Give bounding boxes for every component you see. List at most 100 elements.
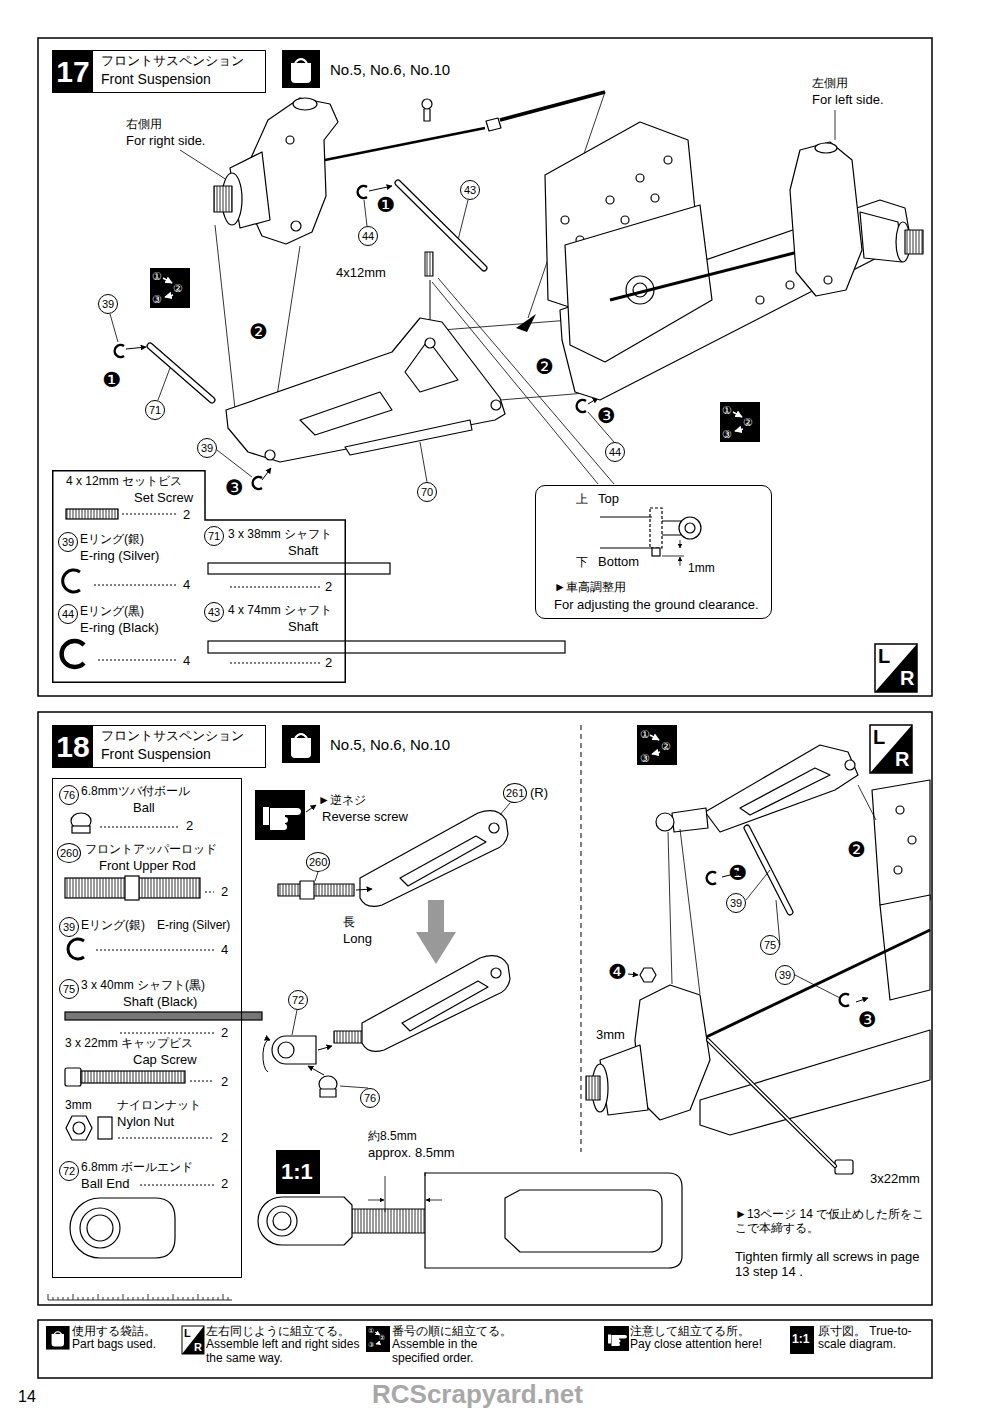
leader-line: [500, 803, 510, 815]
front-assembly: [845, 760, 855, 770]
scale-ruler: [98, 1294, 99, 1300]
callout-number: 44: [358, 226, 378, 246]
upper-arm: [416, 900, 456, 964]
step-number: ❸: [858, 1010, 877, 1031]
front-assembly: [740, 768, 830, 815]
order-icon: [366, 1326, 390, 1352]
bag-icon: [295, 59, 307, 63]
height-detail: [679, 517, 701, 539]
leader-line: [668, 785, 876, 998]
front-assembly: [894, 866, 902, 874]
bag-icon: [282, 50, 320, 88]
scale-ruler: [63, 1297, 64, 1300]
callout-number: 70: [417, 482, 437, 502]
assembly-arrow: [318, 1046, 332, 1050]
icon-glyph: ②: [173, 282, 183, 295]
bag-icon: [46, 1326, 70, 1350]
front-assembly: [896, 806, 904, 814]
note-text: 2: [186, 819, 193, 834]
scale-ruler: [193, 1297, 194, 1300]
upper-arm: [362, 956, 510, 1052]
note-text: For right side.: [126, 134, 205, 149]
assembly-arrow: [628, 974, 638, 975]
order-icon: [650, 735, 659, 740]
dotted-line: [230, 587, 320, 588]
true-scale-drawing: [426, 1200, 442, 1201]
right-upright: [293, 98, 317, 110]
note-text: Front Upper Rod: [99, 859, 196, 874]
panel-frame: [38, 38, 932, 1378]
dotted-line: [96, 827, 214, 1185]
attention-icon: [604, 1326, 629, 1351]
chassis: [815, 143, 837, 153]
assembly-arrow: [308, 1066, 324, 1075]
note-text: Ball End: [81, 1177, 129, 1192]
panel-frame: [38, 38, 932, 696]
scale-ruler: [168, 1297, 169, 1300]
legend-entry: 左右同じように組立てる。 Assemble left and right sid…: [206, 1325, 364, 1365]
right-upright: [500, 92, 605, 120]
step-number: ❷: [535, 357, 554, 378]
callout-number: 75: [59, 979, 79, 999]
parts-icon: [125, 876, 139, 900]
leader-line: [110, 314, 118, 342]
icon-glyph: ②: [743, 416, 753, 429]
parts-icon: [66, 1116, 92, 1140]
scale-ruler: [118, 1297, 119, 1300]
step-header: 17フロントサスペンションFront Suspension: [52, 50, 266, 93]
note-text: Eリング(黒): [80, 605, 144, 619]
note-text: 2: [221, 1177, 228, 1192]
dotted-line: [100, 827, 180, 828]
chassis: [905, 230, 923, 254]
scale-ruler: [58, 1297, 59, 1300]
note-text: 2: [221, 885, 228, 900]
front-assembly: [872, 780, 930, 905]
icon-glyph: R: [900, 667, 914, 690]
callout-number: 44: [58, 604, 78, 624]
direction-arrow: [516, 314, 536, 332]
attention-icon: [612, 1335, 628, 1346]
leader-line: [180, 150, 230, 182]
left-right-icon: [182, 1326, 204, 1354]
callout-number: 72: [59, 1161, 79, 1181]
chassis: [545, 122, 923, 400]
chassis: [621, 216, 629, 224]
chassis: [651, 194, 659, 202]
scale-ruler: [48, 1294, 49, 1300]
note-text: Cap Screw: [133, 1053, 197, 1068]
scale-ruler: [123, 1294, 124, 1300]
chassis: [786, 281, 794, 289]
scale-ruler: [78, 1297, 79, 1300]
assembly-arrow: [263, 805, 372, 1075]
order-icon: [376, 1343, 380, 1344]
left-right-icon: [875, 644, 917, 692]
leader-line: [680, 829, 700, 994]
note-text: 3mm: [596, 1028, 625, 1043]
note-text: Nylon Nut: [117, 1115, 174, 1130]
note-text: 1mm: [688, 562, 715, 576]
order-icon: [720, 402, 760, 442]
leader-line: [292, 1010, 297, 1035]
scale-ruler: [188, 1297, 189, 1300]
e-ring: [253, 477, 262, 489]
left-right-icon: [870, 725, 912, 773]
parts-icon: [73, 1122, 85, 1134]
dotted-line: [140, 1185, 214, 1186]
note-text: Shaft: [288, 544, 318, 559]
step-badge: 18: [53, 726, 93, 767]
note-text: 3x22mm: [870, 1172, 920, 1187]
note-text: For left side.: [812, 93, 884, 108]
icon-glyph: L: [184, 1327, 191, 1340]
icon-glyph: 1:1: [281, 1159, 313, 1184]
true-scale-drawing: [505, 1190, 662, 1252]
note-text: 約8.5mm: [368, 1130, 417, 1144]
upper-arm: [491, 968, 501, 978]
note-text: 2: [183, 508, 190, 523]
lower-arm: [345, 420, 472, 455]
assembly-arrow: [856, 998, 868, 1002]
note-text: Long: [343, 932, 372, 947]
true-scale-drawing: [273, 1212, 291, 1230]
note-text: 3 x 40mm シャフト(黒): [81, 979, 205, 993]
assembly-arrow: [262, 468, 271, 480]
scale-ruler: [163, 1297, 164, 1300]
